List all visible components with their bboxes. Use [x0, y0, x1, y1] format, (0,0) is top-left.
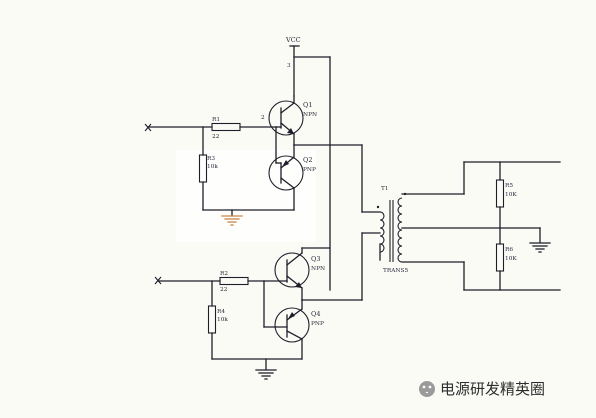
r2-value-label: 22 — [220, 287, 228, 293]
resistor-r4 — [207, 305, 217, 334]
resistor-r6 — [495, 243, 505, 272]
q2-ref-label: Q2 — [303, 156, 312, 164]
lower-bias-network: R4 10k — [207, 280, 303, 370]
r3-value-label: 10k — [207, 164, 218, 170]
q1-base-pin-label: 2 — [261, 115, 265, 121]
transistor-q2: Q2 PNP — [268, 144, 316, 191]
r3-ref-label: R3 — [207, 156, 215, 162]
vcc-label: VCC — [285, 36, 301, 44]
r6-value-label: 10K — [505, 256, 517, 262]
ground-icon-upper — [221, 215, 243, 226]
r5-value-label: 10K — [505, 192, 517, 198]
r4-ref-label: R4 — [217, 309, 225, 315]
q4-ref-label: Q4 — [311, 310, 320, 318]
r1-ref-label: R1 — [212, 117, 220, 123]
transistor-q3: Q3 NPN — [263, 247, 331, 301]
q1-type-label: NPN — [303, 112, 317, 118]
q1-ref-label: Q1 — [303, 101, 312, 109]
emitter-arrow-icon — [287, 128, 294, 134]
transistor-q1: Q1 NPN — [268, 95, 317, 146]
q3-type-label: NPN — [311, 266, 325, 272]
resistor-r2 — [219, 276, 249, 286]
vcc-rail: VCC 3 — [285, 36, 331, 291]
upper-bias-network: R3 10k — [198, 126, 295, 216]
lower-midpoint — [301, 232, 381, 301]
t1-ref-label: T1 — [381, 186, 389, 192]
t1-part-label: TRANS5 — [383, 268, 408, 274]
ground-icon-lower — [255, 369, 277, 380]
resistor-r5 — [495, 179, 505, 208]
transformer-t1: T1 TRANS5 — [376, 186, 408, 274]
lower-input: R2 22 — [154, 271, 265, 328]
r5-ref-label: R5 — [505, 183, 513, 189]
r2-ref-label: R2 — [220, 271, 228, 277]
r1-value-label: 22 — [212, 134, 220, 140]
emitter-arrow-icon — [288, 312, 295, 319]
q1-collector-pin-label: 3 — [287, 63, 291, 69]
r6-ref-label: R6 — [505, 247, 513, 253]
watermark-text: 电源研发精英圈 — [440, 380, 545, 398]
upper-input: R1 22 2 — [144, 115, 277, 164]
highlight-region — [176, 150, 316, 242]
secondary-wiring: R5 10K R6 10K — [401, 161, 561, 291]
r4-value-label: 10k — [217, 317, 228, 323]
resistor-r1 — [211, 122, 241, 132]
ground-icon-secondary — [529, 242, 551, 253]
upper-midpoint — [293, 144, 381, 213]
watermark: 电源研发精英圈 — [419, 380, 545, 398]
q4-type-label: PNP — [311, 321, 324, 327]
q3-ref-label: Q3 — [311, 255, 320, 263]
transistor-q4: Q4 PNP — [263, 299, 324, 343]
emitter-arrow-icon — [295, 282, 302, 288]
wechat-logo-icon — [419, 381, 435, 397]
emitter-arrow-icon — [282, 160, 289, 167]
q2-type-label: PNP — [303, 167, 316, 173]
